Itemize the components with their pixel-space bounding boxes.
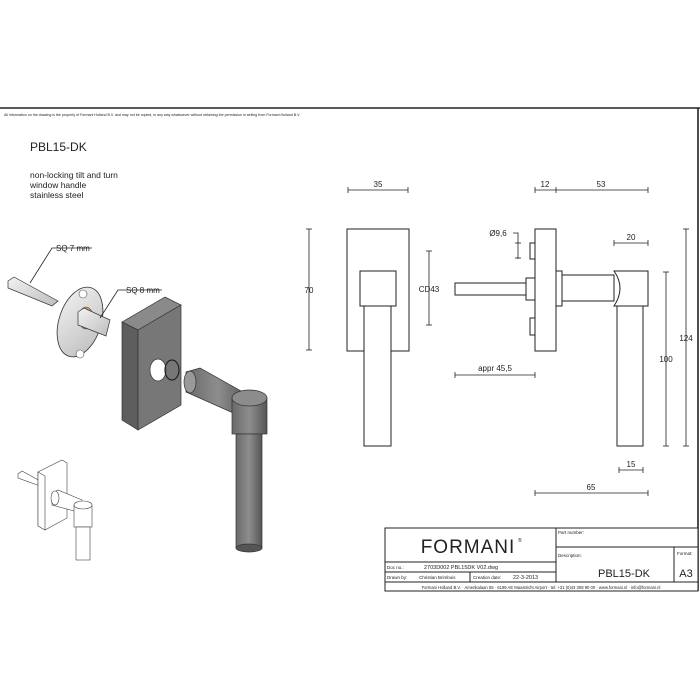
screw-hole	[75, 349, 85, 359]
spindle-7mm	[7, 276, 59, 307]
description-line: stainless steel	[30, 190, 83, 200]
dim-projection: 53	[597, 180, 606, 189]
format-label: Format:	[677, 551, 693, 556]
plate-hole	[149, 358, 167, 382]
rose-side	[534, 228, 557, 352]
creation-date-value: 22-3-2013	[513, 575, 538, 581]
dim-total-height: 124	[679, 334, 693, 343]
lever-outline	[363, 305, 392, 447]
dim-height: 70	[305, 286, 314, 295]
dim-lever-width: 15	[627, 460, 636, 469]
doc-no-label: Doc no.:	[387, 565, 404, 570]
label-sq7: SQ 7 mm	[56, 244, 90, 253]
product-code: PBL15-DK	[30, 140, 87, 154]
label-sq8: SQ 8 mm	[126, 286, 160, 295]
creation-date-label: Creation date:	[473, 575, 501, 580]
description-line: window handle	[29, 180, 87, 190]
dim-rose-depth: 12	[541, 180, 550, 189]
plate-side	[121, 321, 139, 431]
title-block: FORMANI ® Part number: Description: PBL1…	[384, 527, 699, 592]
dim-width: 35	[374, 180, 383, 189]
lever-side	[616, 305, 644, 447]
drawn-by-label: Drawn by:	[387, 575, 407, 580]
drawing-frame	[0, 107, 700, 591]
spindle-side	[454, 282, 527, 296]
dim-head-width: 20	[627, 233, 636, 242]
spindle-8mm	[77, 307, 111, 337]
dim-lever-length: 100	[659, 355, 673, 364]
doc-no-value: 2703D002 PBL15DK V02.dwg	[424, 565, 498, 571]
screw-hole	[78, 289, 88, 299]
company-address: Formani Holland B.V. · Amerikalaan 55 · …	[422, 585, 661, 590]
description-label: Description:	[558, 553, 582, 558]
description-value: PBL15-DK	[598, 568, 651, 580]
leader-line	[29, 247, 92, 284]
o-ring	[164, 359, 180, 381]
neck-side	[561, 274, 615, 302]
front-view: 35 70 CD43	[305, 180, 440, 447]
dim-total-projection: 65	[587, 483, 596, 492]
format-value: A3	[679, 568, 692, 580]
drawn-by-value: Christian Brimbois	[419, 575, 456, 580]
head-side	[613, 270, 649, 307]
side-view: 12 53 Ø9,6 20 100 124 15 65 appr 45,5	[454, 180, 693, 496]
handle-lever	[235, 433, 263, 549]
assembled-thumbnail	[17, 459, 93, 561]
dim-cd: CD43	[419, 285, 440, 294]
description-line: non-locking tilt and turn	[30, 170, 118, 180]
dim-spindle-length: appr 45,5	[478, 364, 512, 373]
leader-line	[99, 289, 162, 319]
isometric-exploded-view: SQ 7 mm SQ 8 mm	[7, 244, 268, 561]
brand-mark: ®	[518, 537, 522, 544]
brand-logo: FORMANI	[421, 537, 516, 558]
disclaimer-text: All information on the drawing is the pr…	[4, 113, 300, 117]
handle-head-outline	[359, 270, 397, 307]
part-number-label: Part number:	[558, 530, 584, 535]
dim-spindle-dia: Ø9,6	[489, 229, 507, 238]
